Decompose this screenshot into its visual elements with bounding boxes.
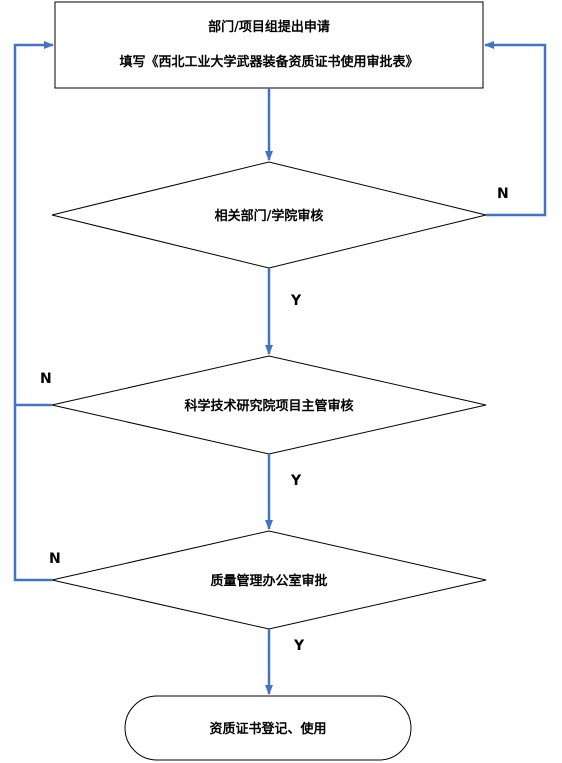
label-dept-yes: Y <box>290 293 302 309</box>
quality-review-diamond: 质量管理办公室审批 <box>51 530 487 630</box>
label-dept-no: N <box>497 186 509 202</box>
end-terminal: 资质证书登记、使用 <box>124 695 412 761</box>
research-review-diamond: 科学技术研究院项目主管审核 <box>51 355 487 455</box>
dept-review-label: 相关部门/学院审核 <box>215 208 324 224</box>
arrow-research-no-loop <box>13 41 54 407</box>
end-terminal-shape <box>124 695 412 761</box>
label-quality-no: N <box>49 551 61 567</box>
label-quality-yes: Y <box>293 638 305 654</box>
research-review-label: 科学技术研究院项目主管审核 <box>184 398 353 414</box>
arrow-quality-no-loop <box>13 405 52 582</box>
dept-review-diamond: 相关部门/学院审核 <box>51 161 487 269</box>
start-process-rect <box>54 1 484 89</box>
quality-review-label: 质量管理办公室审批 <box>210 573 327 589</box>
start-process-line1: 部门/项目组提出申请 <box>208 19 330 35</box>
label-research-no: N <box>40 371 52 387</box>
start-process-box: 部门/项目组提出申请 填写《西北工业大学武器装备资质证书使用审批表》 <box>54 1 484 89</box>
arrow-dept-no-loop <box>484 41 547 217</box>
start-process-line2: 填写《西北工业大学武器装备资质证书使用审批表》 <box>119 54 418 70</box>
quality-review-shape <box>51 530 487 630</box>
research-review-shape <box>51 355 487 455</box>
end-terminal-label: 资质证书登记、使用 <box>209 721 326 737</box>
label-research-yes: Y <box>290 473 302 489</box>
